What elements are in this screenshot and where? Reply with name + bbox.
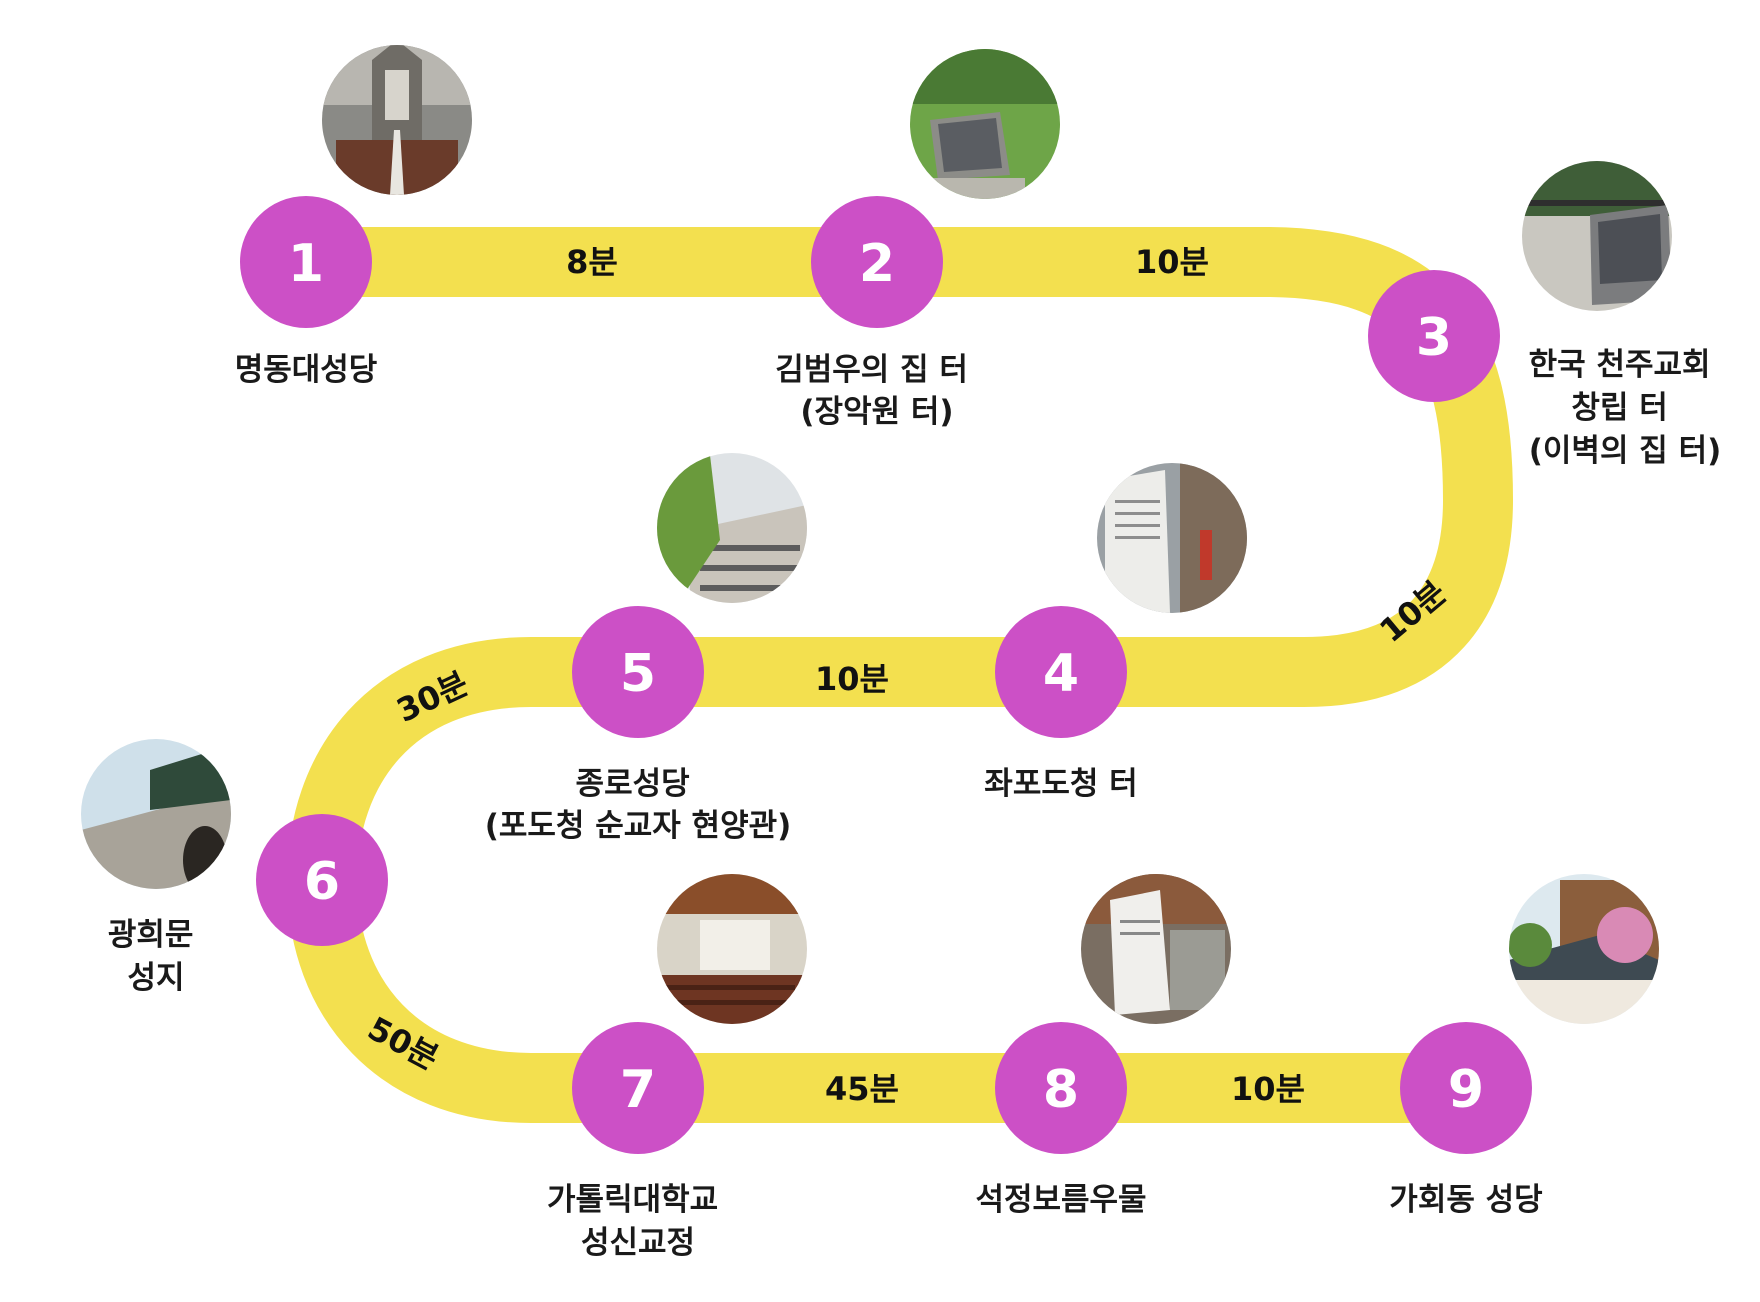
- stop-3: 3: [1368, 270, 1500, 402]
- duration-8-9: 10분: [1231, 1070, 1305, 1108]
- stop-6-number: 6: [304, 852, 340, 912]
- stop-4: 4: [995, 606, 1127, 738]
- stop-2-label: 김범우의 집 터 (장악원 터): [775, 352, 979, 430]
- photo-4-info-sign-street: [1097, 463, 1247, 613]
- stop-9: 9: [1400, 1022, 1532, 1154]
- photo-9-hanok-church: [1509, 874, 1659, 1024]
- stop-2-number: 2: [859, 234, 895, 294]
- stop-7-circle: [572, 1022, 704, 1154]
- stop-2: 2: [811, 196, 943, 328]
- stop-6: 6: [256, 814, 388, 946]
- stop-5-number: 5: [620, 644, 656, 704]
- stop-4-circle: [995, 606, 1127, 738]
- stop-5-circle: [572, 606, 704, 738]
- photo-5-church-building-tree: [657, 453, 807, 603]
- stop-5-label: 종로성당 (포도청 순교자 현양관): [485, 766, 792, 844]
- stop-7-label: 가톨릭대학교 성신교정: [547, 1182, 729, 1261]
- stop-7-number: 7: [620, 1060, 656, 1120]
- stop-6-label: 광희문 성지: [108, 917, 204, 996]
- photo-7-chapel-interior: [657, 874, 807, 1024]
- stop-1-label: 명동대성당: [235, 352, 378, 388]
- stop-2-circle: [811, 196, 943, 328]
- stop-9-label: 가회동 성당: [1389, 1182, 1542, 1218]
- stop-3-label: 한국 천주교회 창립 터 (이벽의 집 터): [1529, 347, 1722, 469]
- photo-6-stone-gate-wall: [81, 739, 231, 889]
- stop-6-circle: [256, 814, 388, 946]
- stop-3-circle: [1368, 270, 1500, 402]
- stop-9-number: 9: [1448, 1060, 1484, 1120]
- stop-9-circle: [1400, 1022, 1532, 1154]
- photo-1-cathedral-interior: [322, 45, 472, 195]
- duration-2-3: 10분: [1135, 243, 1209, 281]
- duration-7-8: 45분: [825, 1070, 899, 1108]
- duration-4-5: 10분: [815, 660, 889, 698]
- stop-8-label: 석정보름우물: [975, 1182, 1146, 1218]
- duration-1-2: 8분: [566, 243, 618, 281]
- stop-4-number: 4: [1043, 644, 1079, 704]
- stop-5: 5: [572, 606, 704, 738]
- stop-1: 1: [240, 196, 372, 328]
- stop-8: 8: [995, 1022, 1127, 1154]
- stop-4-label: 좌포도청 터: [984, 766, 1137, 802]
- stop-8-number: 8: [1043, 1060, 1079, 1120]
- stop-1-circle: [240, 196, 372, 328]
- stop-8-circle: [995, 1022, 1127, 1154]
- photo-2-memorial-stone-on-lawn: [910, 49, 1060, 199]
- stop-3-number: 3: [1416, 308, 1452, 368]
- stop-7: 7: [572, 1022, 704, 1154]
- photo-8-well-info-board: [1081, 874, 1231, 1024]
- photo-3-memorial-stone-by-fence: [1522, 161, 1672, 311]
- stop-1-number: 1: [288, 234, 324, 294]
